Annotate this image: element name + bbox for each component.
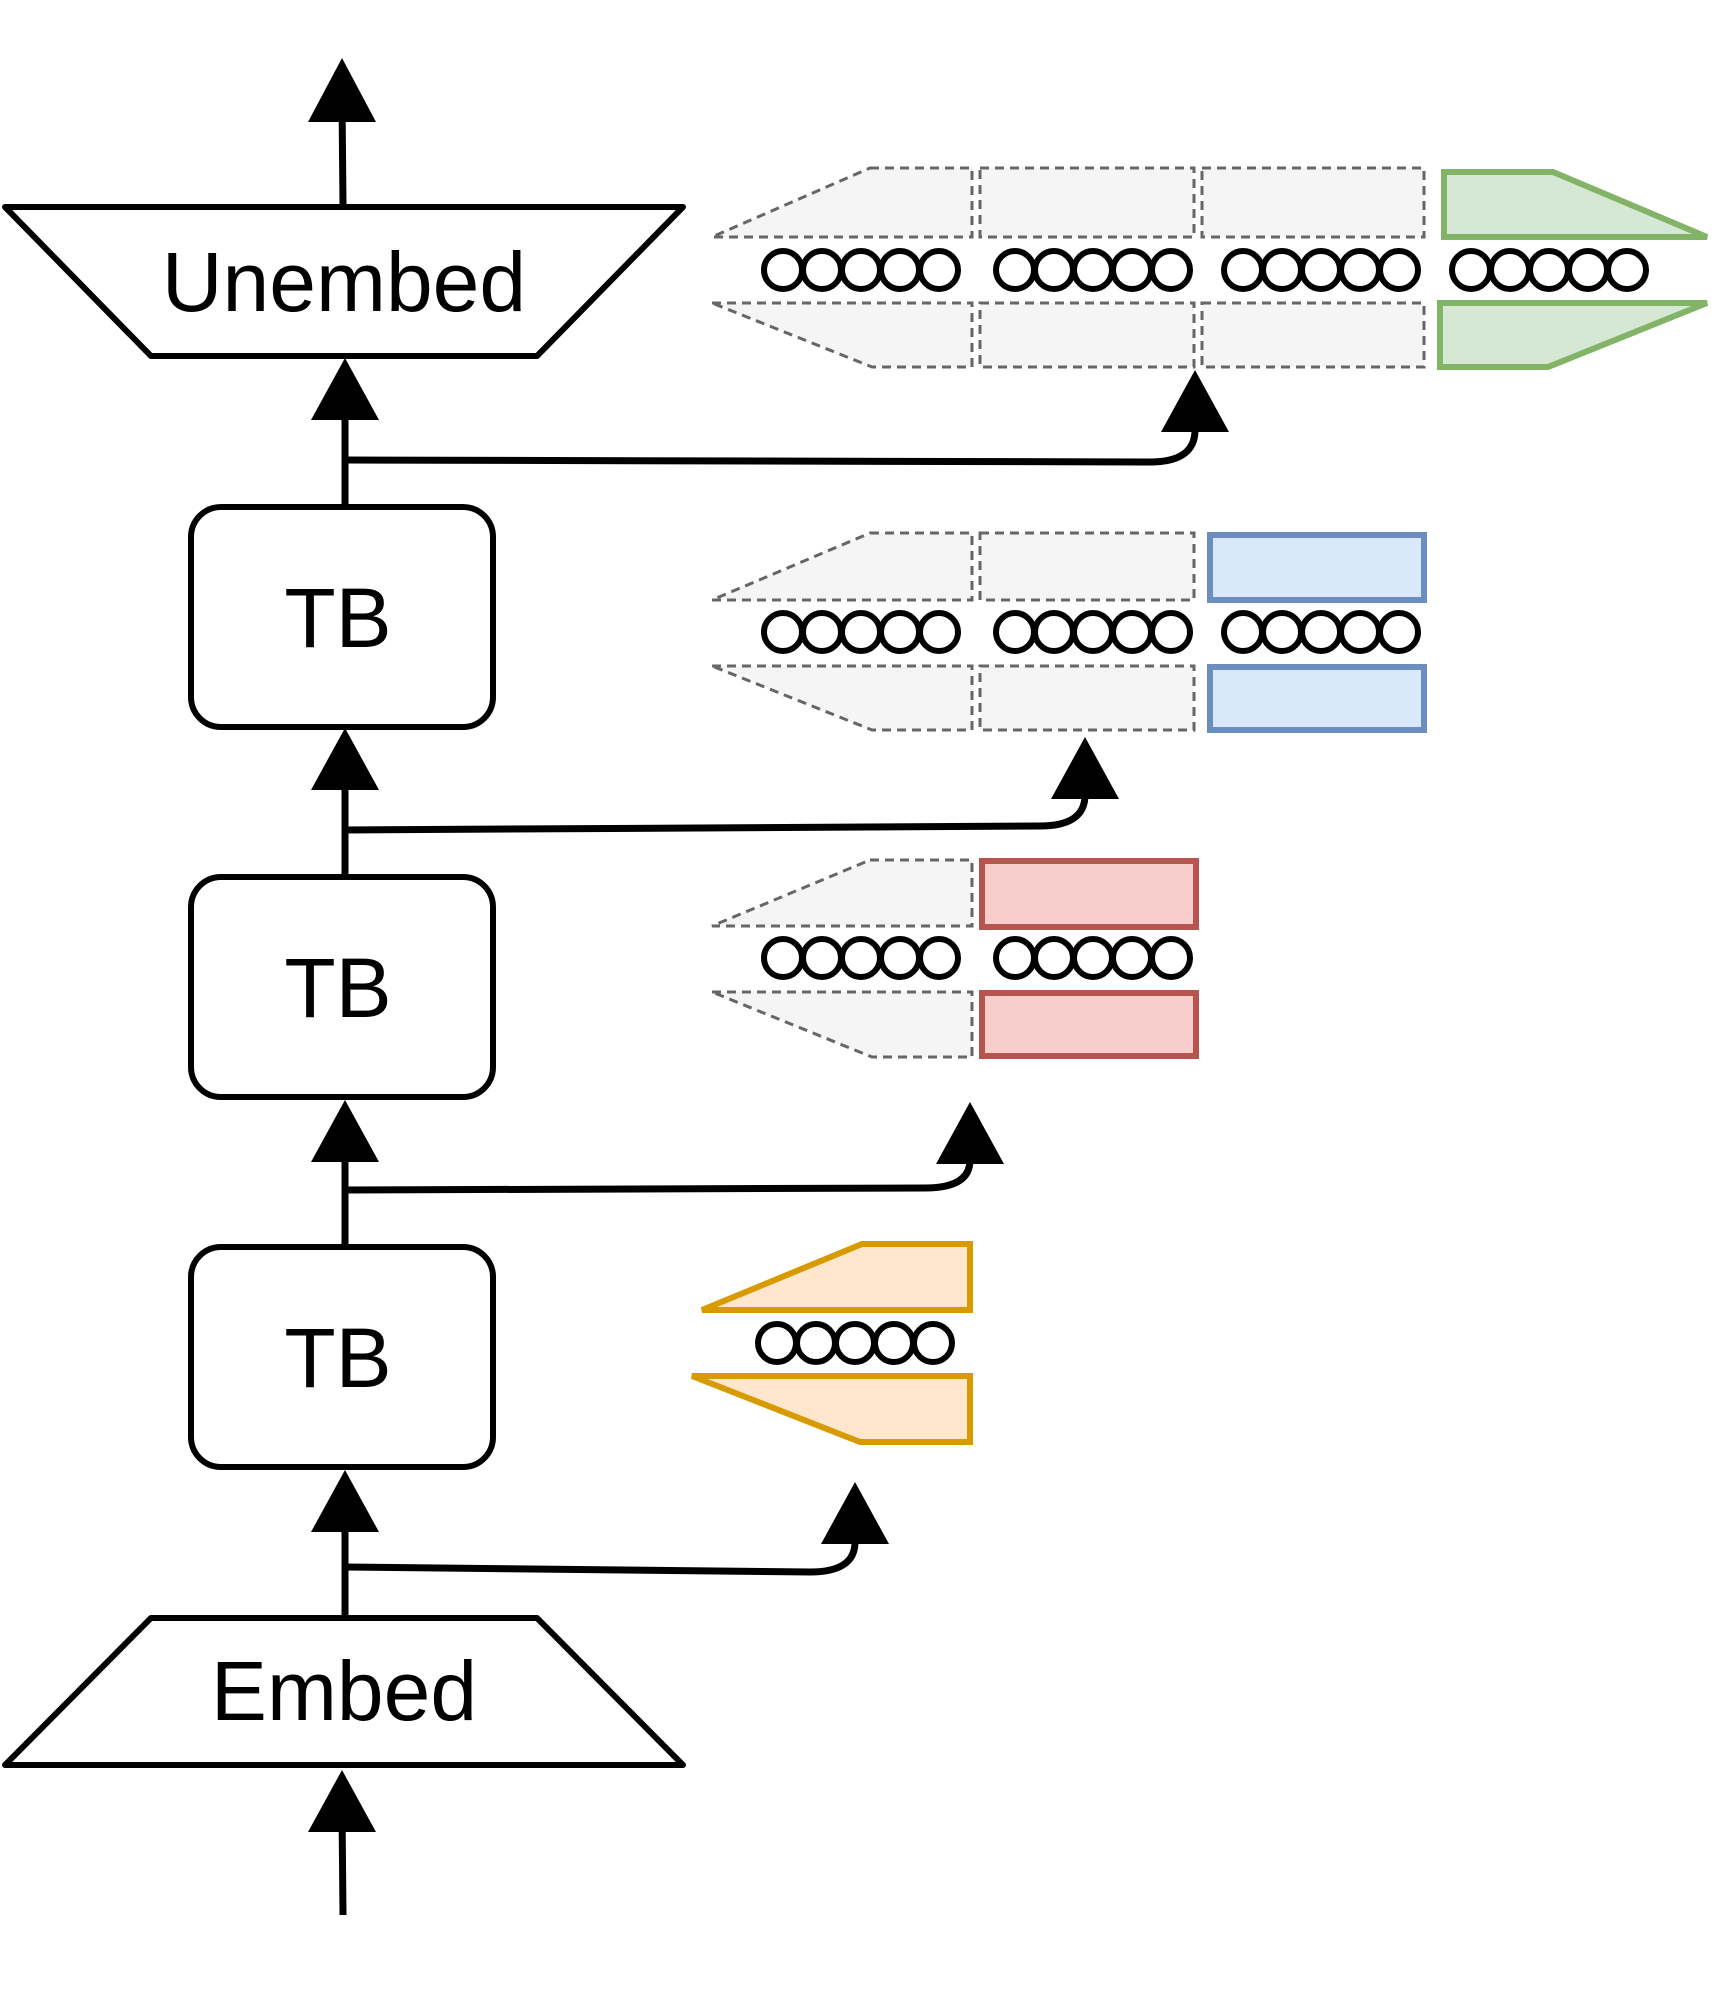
ghost-rect-segment bbox=[978, 531, 1196, 732]
embed-block: Embed bbox=[2, 1615, 686, 1768]
tb2-output-group bbox=[711, 531, 1427, 733]
ghost-rect-segment bbox=[978, 166, 1196, 369]
arrow-up-icon bbox=[311, 358, 379, 505]
tb-block-bottom: TB bbox=[188, 1244, 496, 1470]
green-decoder-wedge bbox=[1437, 169, 1709, 370]
arrow-up-icon bbox=[311, 1470, 379, 1615]
ghost-rect-segment bbox=[1200, 166, 1426, 369]
branch-arrow-to-embed-output-icon bbox=[344, 1482, 889, 1576]
activation-circles-icon bbox=[993, 248, 1193, 292]
arrow-up-icon bbox=[311, 728, 379, 875]
activation-circles-icon bbox=[755, 1321, 955, 1365]
blue-decoder-block bbox=[1207, 532, 1427, 733]
tb-block-top: TB bbox=[188, 504, 496, 730]
activation-circles-icon bbox=[1221, 610, 1421, 654]
embed-label: Embed bbox=[211, 1644, 477, 1738]
activation-circles-icon bbox=[761, 610, 961, 654]
ghost-wedge-segment bbox=[711, 858, 974, 1059]
red-decoder-block bbox=[979, 858, 1199, 1059]
activation-circles-icon bbox=[1449, 248, 1649, 292]
tb-middle-label: TB bbox=[284, 941, 391, 1035]
branch-arrow-to-unembed-input-icon bbox=[344, 370, 1229, 466]
branch-arrows bbox=[344, 370, 1229, 1576]
unembed-input-group bbox=[711, 166, 1709, 370]
activation-circles-icon bbox=[993, 610, 1193, 654]
ghost-wedge-segment bbox=[711, 166, 974, 369]
arrow-up-icon bbox=[311, 1100, 379, 1245]
input-arrow-icon bbox=[308, 1770, 376, 1916]
orange-encoder-wedge bbox=[690, 1241, 973, 1445]
activation-circles-icon bbox=[761, 248, 961, 292]
main-flow: Unembed TB TB TB bbox=[2, 58, 686, 1916]
ghost-wedge-segment bbox=[711, 531, 974, 732]
activation-circles-icon bbox=[993, 936, 1193, 980]
tb-block-middle: TB bbox=[188, 874, 496, 1100]
tb-top-label: TB bbox=[284, 571, 391, 665]
branch-arrow-to-tb2-output-icon bbox=[344, 737, 1119, 834]
branch-arrow-to-tb1-output-icon bbox=[344, 1102, 1004, 1194]
unembed-block: Unembed bbox=[2, 204, 686, 359]
tb-bottom-label: TB bbox=[284, 1311, 391, 1405]
embed-output-group bbox=[690, 1241, 973, 1445]
output-arrow-icon bbox=[308, 58, 376, 206]
tb1-output-group bbox=[711, 858, 1199, 1059]
unembed-label: Unembed bbox=[162, 235, 526, 329]
activation-circles-icon bbox=[1221, 248, 1421, 292]
activation-circles-icon bbox=[761, 936, 961, 980]
